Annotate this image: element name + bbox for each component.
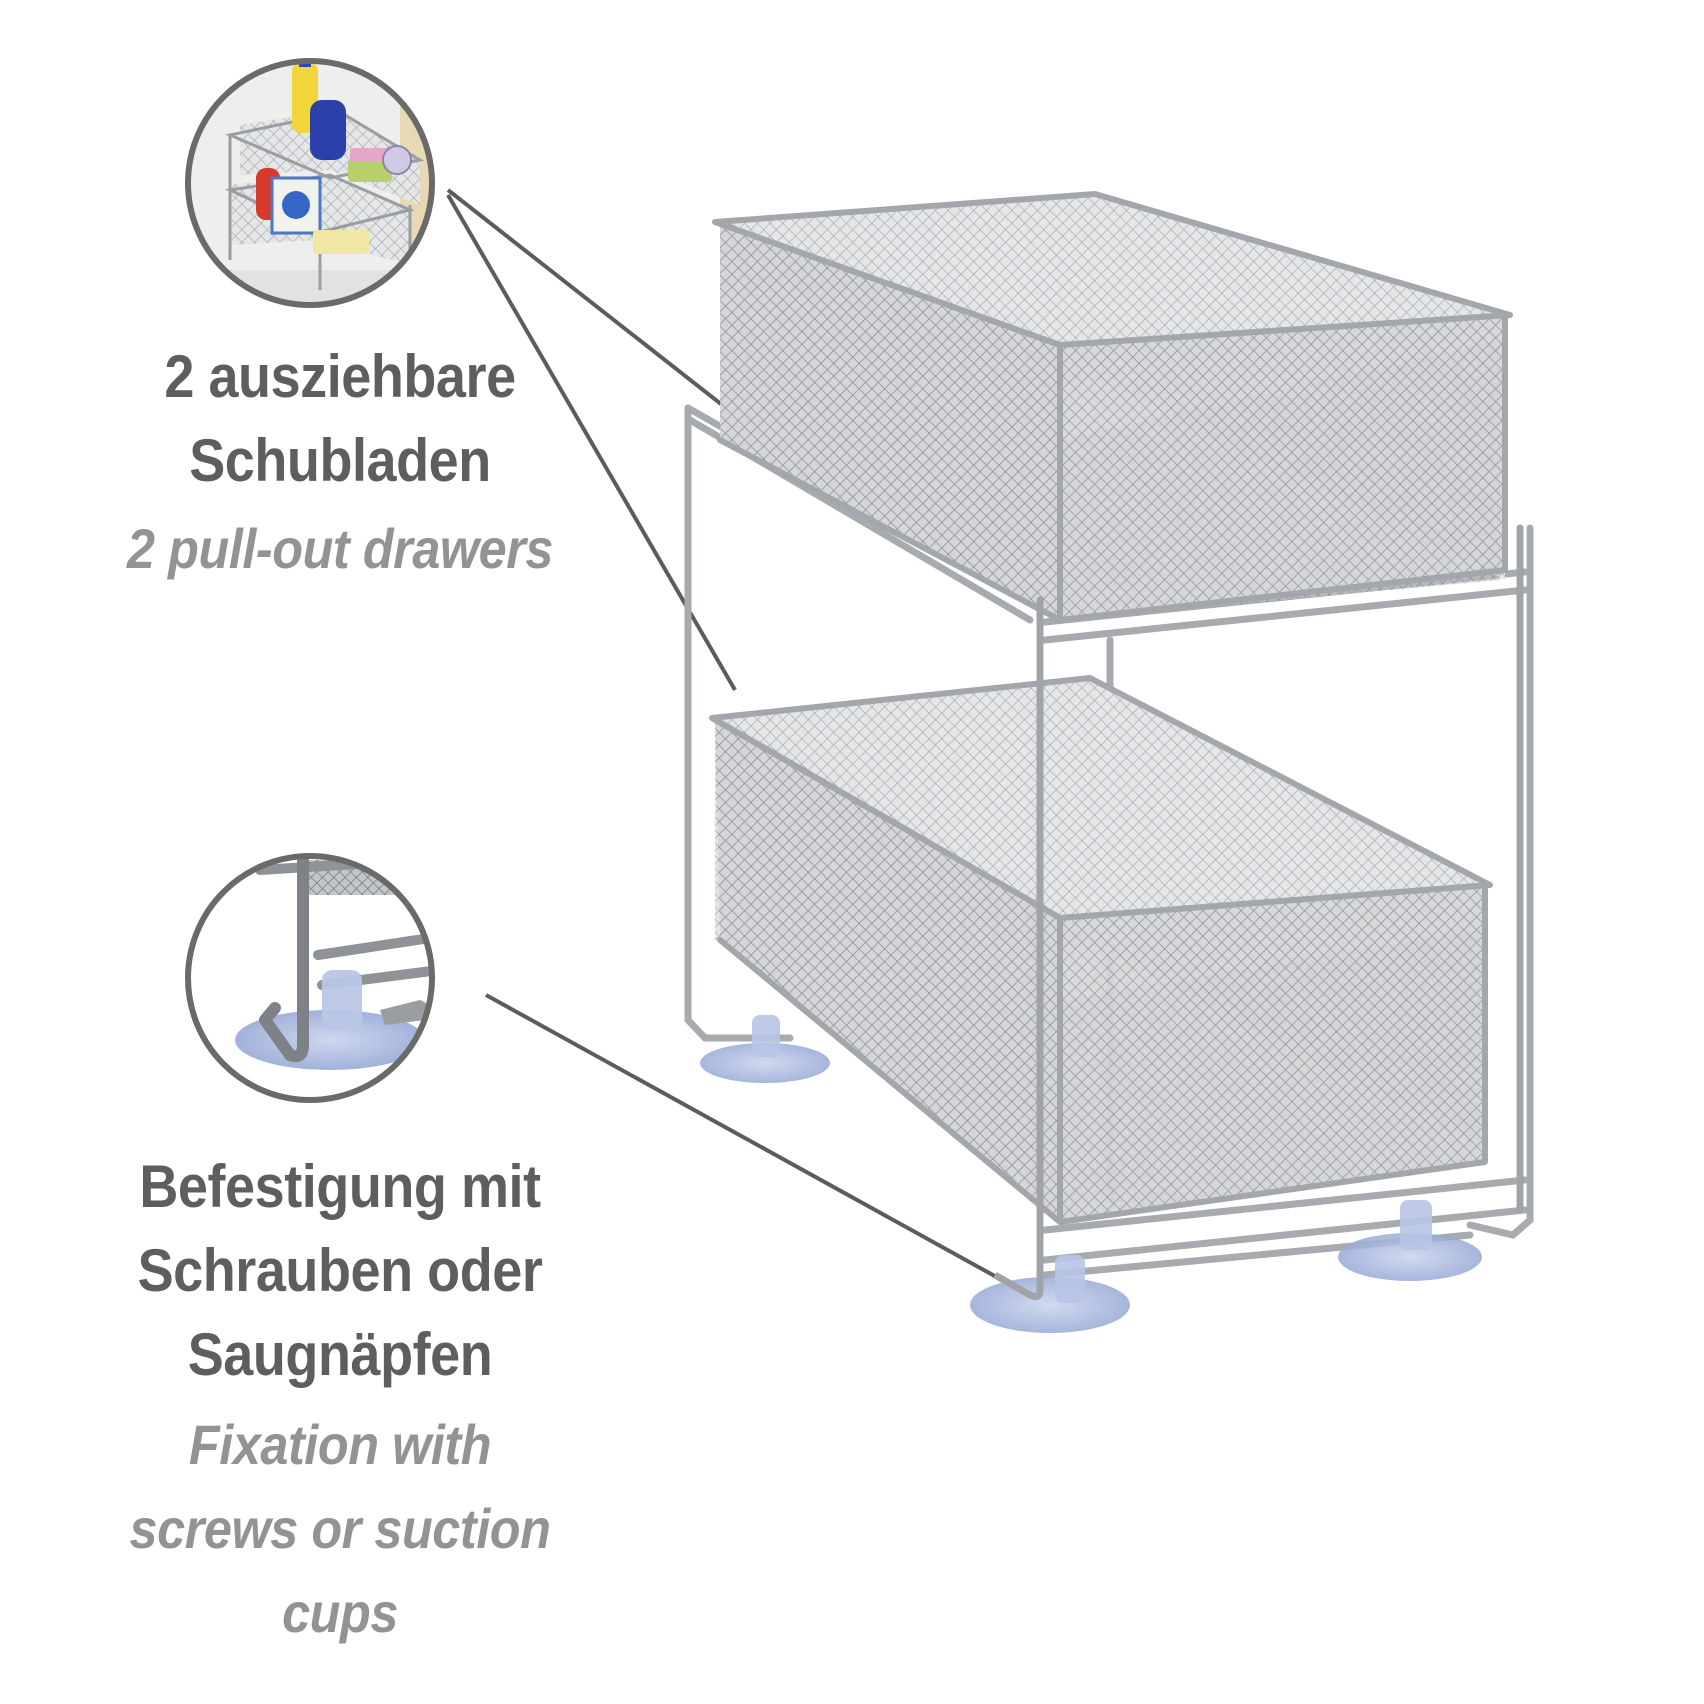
fixation-label-german-line-1: Befestigung mit — [139, 1153, 541, 1220]
inset-circle-suction-cup — [185, 853, 435, 1103]
drawers-label-german: 2 ausziehbare Schubladen — [52, 335, 628, 503]
inset-circle-drawers — [185, 58, 435, 308]
drawers-label-german-line-1: 2 ausziehbare — [164, 343, 516, 410]
fixation-label-german-line-3: Saugnäpfen — [187, 1321, 493, 1388]
top-callout-line-upper — [446, 188, 737, 417]
lower-drawer-basket — [709, 675, 1493, 1225]
drawers-callout-text: 2 ausziehbare Schubladen 2 pull-out draw… — [20, 335, 660, 591]
dish-soap-bottle-icon — [310, 100, 346, 160]
fixation-label-german-line-2: Schrauben oder — [137, 1237, 543, 1304]
inset-ring — [185, 58, 435, 308]
suction-cup-back-left — [700, 1015, 830, 1083]
fixation-label-english-line-3: cups — [282, 1581, 398, 1644]
bottom-callout-line — [485, 993, 1021, 1292]
suction-cups — [700, 1015, 1482, 1333]
drawers-label-english: 2 pull-out drawers — [52, 507, 628, 591]
fixation-label-german: Befestigung mit Schrauben oder Saugnäpfe… — [52, 1145, 628, 1397]
suction-cup-front-right — [1338, 1200, 1482, 1281]
fixation-label-english-line-1: Fixation with — [188, 1413, 492, 1476]
fixation-label-english-line-2: screws or suction — [129, 1497, 551, 1560]
drawers-label-german-line-2: Schubladen — [189, 427, 491, 494]
upper-drawer-basket — [712, 191, 1513, 623]
fixation-callout-text: Befestigung mit Schrauben oder Saugnäpfe… — [20, 1145, 660, 1655]
suction-cup-front-left — [970, 1250, 1130, 1333]
drawers-label-english-line-1: 2 pull-out drawers — [127, 517, 553, 580]
suction-cup-closeup-icon — [235, 1010, 425, 1070]
fixation-label-english: Fixation with screws or suction cups — [52, 1403, 628, 1655]
inset-ring — [185, 853, 435, 1103]
